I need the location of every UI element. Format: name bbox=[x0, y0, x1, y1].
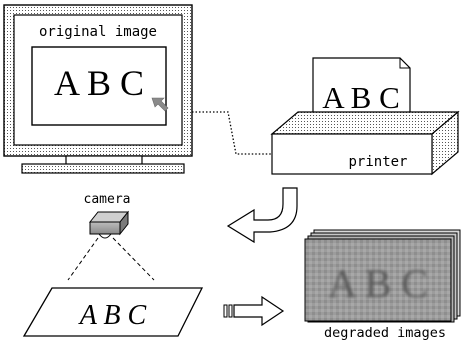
mouse-cursor-icon bbox=[151, 97, 169, 112]
monitor: original image A B C bbox=[3, 4, 193, 174]
degraded-images-label: degraded images bbox=[324, 325, 446, 341]
photographed-paper: A B C bbox=[22, 287, 204, 337]
camera-view-line-right bbox=[112, 237, 155, 281]
printer-top bbox=[270, 111, 460, 135]
printed-paper-text: A B C bbox=[322, 80, 400, 115]
monitor-title: original image bbox=[39, 24, 157, 40]
paper-text: A B C bbox=[78, 300, 147, 331]
degraded-image-text: A B C bbox=[328, 261, 428, 306]
printer-front bbox=[271, 133, 433, 175]
camera-view-line-left bbox=[67, 237, 99, 281]
camera-lens-icon bbox=[97, 233, 113, 239]
printer: A B C printer bbox=[270, 57, 460, 176]
camera-label: camera bbox=[84, 192, 131, 207]
degraded-images-stack: A B C degraded images bbox=[304, 229, 461, 341]
right-arrow-icon bbox=[223, 295, 285, 327]
camera-body bbox=[89, 221, 121, 235]
paper-corner-fold bbox=[399, 58, 410, 69]
original-image-frame bbox=[31, 46, 167, 126]
camera: camera bbox=[84, 192, 131, 239]
curved-arrow-icon bbox=[226, 187, 298, 244]
paper-sheet bbox=[22, 287, 204, 337]
printer-label: printer bbox=[348, 154, 407, 170]
degraded-image-front bbox=[304, 238, 452, 322]
connection-cable bbox=[192, 111, 272, 155]
original-image-text: A B C bbox=[54, 63, 144, 103]
monitor-stand bbox=[21, 163, 185, 174]
